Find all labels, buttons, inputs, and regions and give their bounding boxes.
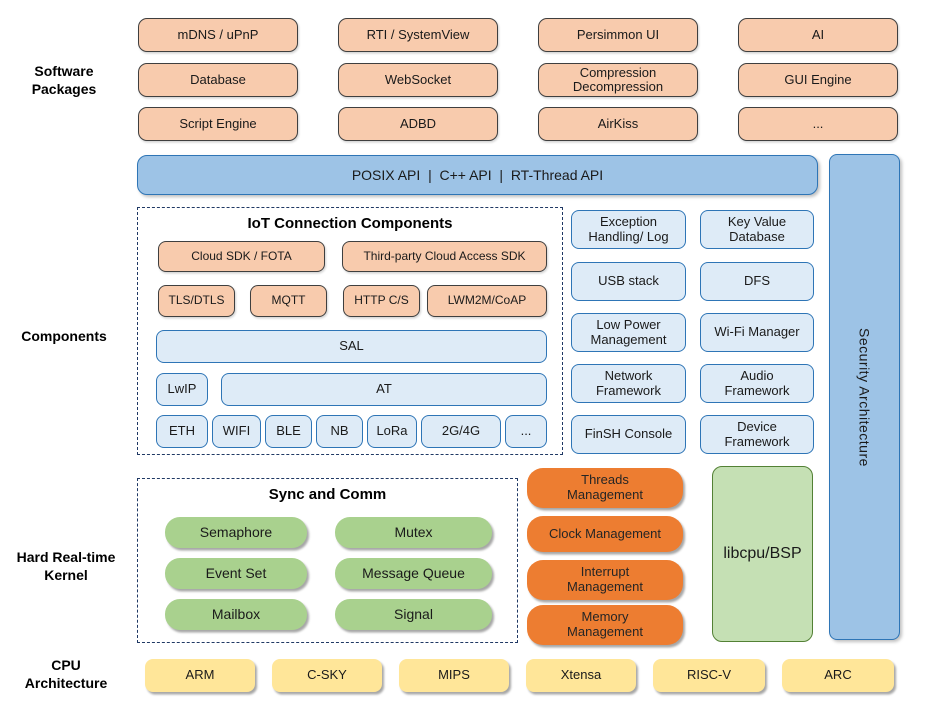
component-box: Exception Handling/ Log: [571, 210, 686, 249]
component-box: Audio Framework: [700, 364, 814, 403]
link-box: NB: [316, 415, 363, 448]
sync-box: Signal: [335, 599, 492, 630]
protocol-box: LWM2M/CoAP: [427, 285, 547, 317]
cpu-arch-box: RISC-V: [653, 659, 765, 692]
sync-box: Event Set: [165, 558, 307, 589]
label-cpu-architecture: CPU Architecture: [24, 656, 108, 691]
pkg-box: GUI Engine: [738, 63, 898, 97]
pkg-box: WebSocket: [338, 63, 498, 97]
sync-and-comm-box: [137, 478, 518, 643]
pkg-box: Script Engine: [138, 107, 298, 141]
posix-api-bar: POSIX API | C++ API | RT-Thread API: [137, 155, 818, 195]
pkg-box: AirKiss: [538, 107, 698, 141]
component-box: Network Framework: [571, 364, 686, 403]
sync-box: Mutex: [335, 517, 492, 548]
at-bar: AT: [221, 373, 547, 406]
link-box: WIFI: [212, 415, 261, 448]
lwip-box: LwIP: [156, 373, 208, 406]
cpu-arch-box: ARM: [145, 659, 255, 692]
sync-box: Mailbox: [165, 599, 307, 630]
cloud-sdk-fota-box: Cloud SDK / FOTA: [158, 241, 325, 272]
component-box: DFS: [700, 262, 814, 301]
third-party-cloud-sdk-box: Third-party Cloud Access SDK: [342, 241, 547, 272]
sync-box: Message Queue: [335, 558, 492, 589]
component-box: Key Value Database: [700, 210, 814, 249]
component-box: Low Power Management: [571, 313, 686, 352]
cpu-arch-box: Xtensa: [526, 659, 636, 692]
security-architecture-label: Security Architecture: [856, 327, 873, 467]
component-box: USB stack: [571, 262, 686, 301]
label-software-packages: Software Packages: [31, 62, 97, 97]
kernel-mgmt-box: Threads Management: [527, 468, 683, 508]
cpu-arch-box: ARC: [782, 659, 894, 692]
component-box: FinSH Console: [571, 415, 686, 454]
protocol-box: HTTP C/S: [343, 285, 420, 317]
pkg-box: ADBD: [338, 107, 498, 141]
pkg-box: mDNS / uPnP: [138, 18, 298, 52]
cpu-arch-box: C-SKY: [272, 659, 382, 692]
label-components: Components: [21, 327, 107, 344]
link-box: 2G/4G: [421, 415, 501, 448]
label-hard-realtime-kernel: Hard Real-time Kernel: [16, 548, 116, 583]
component-box: Wi-Fi Manager: [700, 313, 814, 352]
pkg-box: RTI / SystemView: [338, 18, 498, 52]
iot-box-title: IoT Connection Components: [247, 215, 453, 233]
libcpu-bsp-box: libcpu/BSP: [712, 466, 813, 642]
kernel-mgmt-box: Clock Management: [527, 516, 683, 552]
component-box: Device Framework: [700, 415, 814, 454]
sync-box: Semaphore: [165, 517, 307, 548]
link-box: BLE: [265, 415, 312, 448]
kernel-mgmt-box: Memory Management: [527, 605, 683, 645]
iot-connection-components-box: [137, 207, 563, 455]
protocol-box: MQTT: [250, 285, 327, 317]
link-box: ETH: [156, 415, 208, 448]
pkg-box: ...: [738, 107, 898, 141]
pkg-box: Persimmon UI: [538, 18, 698, 52]
sync-box-title: Sync and Comm: [268, 486, 387, 504]
cpu-arch-box: MIPS: [399, 659, 509, 692]
kernel-mgmt-box: Interrupt Management: [527, 560, 683, 600]
pkg-box: Database: [138, 63, 298, 97]
pkg-box: Compression Decompression: [538, 63, 698, 97]
protocol-box: TLS/DTLS: [158, 285, 235, 317]
security-architecture-bar: Security Architecture: [829, 154, 900, 640]
link-box: LoRa: [367, 415, 417, 448]
sal-bar: SAL: [156, 330, 547, 363]
pkg-box: AI: [738, 18, 898, 52]
link-box: ...: [505, 415, 547, 448]
